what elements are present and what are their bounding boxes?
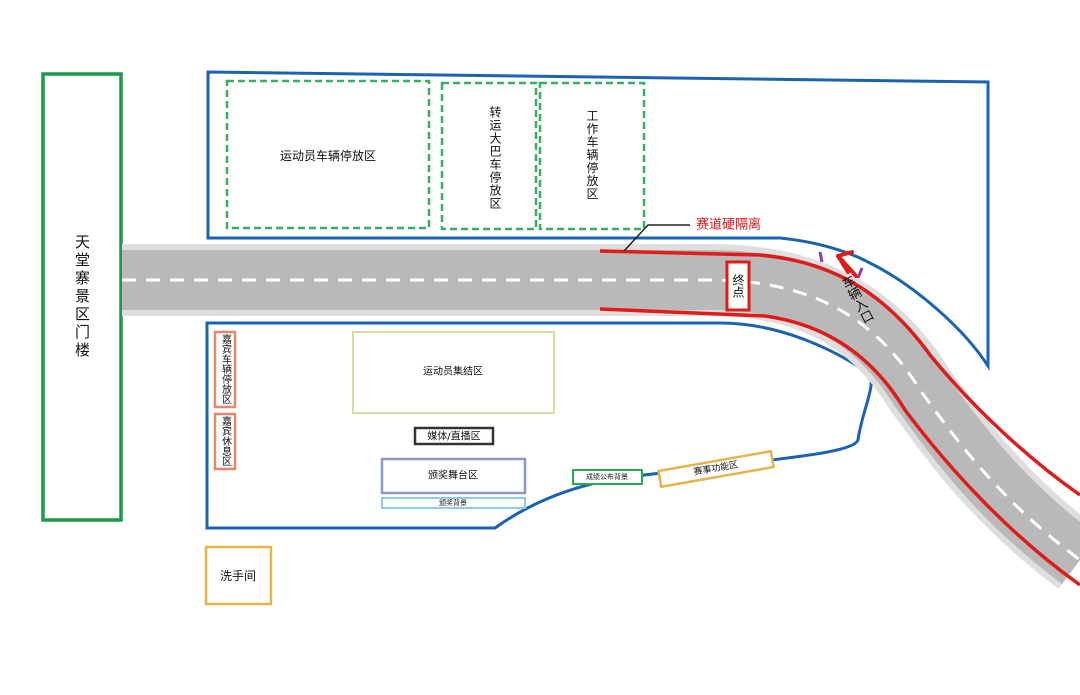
results-board-label: 成绩公布背景	[586, 472, 628, 481]
entrance-tick-right	[856, 267, 864, 279]
entrance-tick-left	[818, 251, 824, 263]
event-function-box	[657, 449, 775, 489]
entrance-arrow-icon	[836, 250, 858, 278]
barrier-top	[599, 249, 1080, 497]
barrier-leader-line	[623, 224, 690, 252]
media-box	[413, 426, 495, 446]
media-label: 媒体/直播区	[427, 430, 480, 443]
restroom-label: 洗手间	[220, 569, 256, 583]
athlete-assembly-label: 运动员集结区	[423, 365, 483, 378]
vip-lounge-label: 嘉宾休息区	[220, 415, 232, 466]
finish-box	[725, 260, 751, 312]
award-stage-box	[380, 457, 527, 495]
vip-parking-box	[213, 330, 237, 409]
lower-zone-outline	[205, 321, 873, 530]
athlete-parking-area	[225, 79, 431, 230]
vip-lounge-box	[213, 412, 237, 471]
shuttle-parking-label: 转运大巴车停放区	[488, 105, 502, 210]
restroom-box	[204, 545, 273, 606]
finish-label: 终点	[731, 273, 745, 298]
work-parking-area	[538, 81, 646, 231]
award-stage-label: 颁奖舞台区	[428, 469, 478, 482]
work-parking-label: 工作车辆停放区	[585, 110, 599, 201]
shuttle-parking-area	[440, 81, 538, 231]
vip-parking-label: 嘉宾车辆停放区	[220, 333, 232, 404]
road-surface	[122, 250, 1080, 584]
gate-label: 天堂寨景区门楼	[73, 234, 91, 360]
barrier-label: 赛道硬隔离	[696, 217, 761, 233]
barrier-bottom	[599, 307, 1080, 587]
award-backdrop-label: 颁奖背景	[439, 498, 467, 507]
event-function-group: 赛事功能区	[657, 449, 775, 489]
gate-box	[41, 72, 123, 522]
results-board-box	[572, 469, 643, 485]
athlete-parking-label: 运动员车辆停放区	[280, 148, 376, 163]
upper-zone-outline	[206, 70, 990, 372]
award-backdrop-box	[381, 497, 526, 509]
athlete-assembly-box	[352, 331, 555, 414]
